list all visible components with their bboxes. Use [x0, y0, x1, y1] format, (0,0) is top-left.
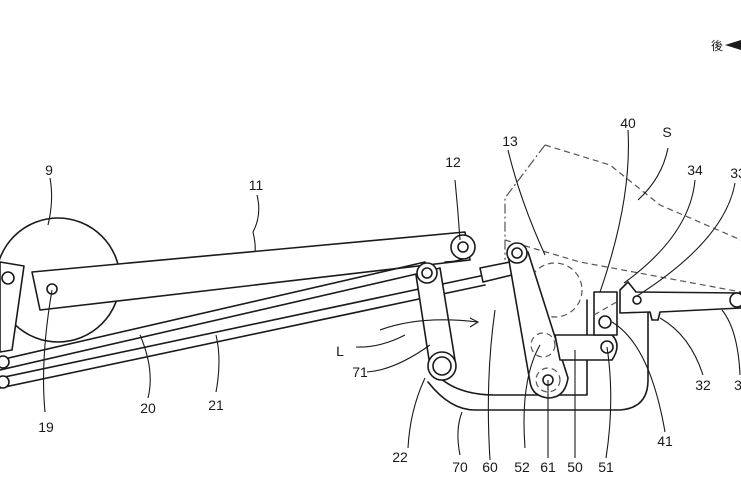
link-12 [444, 258, 464, 263]
label-3x: 3 [734, 377, 741, 393]
label-11: 11 [249, 177, 264, 193]
label-41: 41 [657, 433, 673, 449]
direction-rear-label: 後 [711, 39, 723, 53]
pivot-22-inner [432, 356, 452, 376]
dashed-pivot-61 [535, 367, 561, 393]
arrow-l-head-icon [469, 317, 480, 328]
rod-end-lower [0, 375, 10, 389]
left-bracket [0, 261, 25, 353]
pivot-12-outer [450, 234, 476, 260]
label-13: 13 [502, 133, 518, 149]
link-50 [554, 334, 618, 361]
left-bracket-pin [1, 271, 15, 285]
label-21: 21 [208, 397, 224, 413]
arrow-left-icon [725, 40, 741, 50]
lever-71-top-pin [421, 267, 433, 279]
label-20: 20 [140, 400, 156, 416]
pivot-19 [46, 283, 58, 295]
arm-11 [31, 231, 471, 311]
rod-21-top [0, 274, 486, 379]
leader-lines [43, 129, 741, 461]
label-60: 60 [482, 459, 498, 475]
label-70: 70 [452, 459, 468, 475]
label-22: 22 [392, 449, 408, 465]
bracket-40-hidden-line [593, 299, 621, 316]
lever-71-top-boss [416, 262, 438, 284]
pivot-51 [600, 340, 614, 354]
pivot-12-inner [457, 241, 469, 253]
label-34: 34 [687, 162, 703, 178]
label-L: L [336, 343, 344, 359]
rod-20-bottom [0, 271, 426, 371]
label-9: 9 [45, 162, 53, 178]
label-19: 19 [38, 419, 54, 435]
label-71: 71 [352, 364, 368, 380]
label-33: 33 [730, 165, 741, 181]
arrow-l-line [379, 319, 479, 331]
direction-indicator: 後 [711, 39, 741, 53]
pivot-41 [598, 315, 612, 329]
label-51: 51 [598, 459, 614, 475]
label-50: 50 [567, 459, 583, 475]
arm-60-top-boss [506, 242, 528, 264]
rod-21-bottom [0, 284, 486, 389]
pedal-arm-32 [619, 281, 741, 321]
link-70-outer [427, 299, 649, 411]
label-S: S [662, 124, 671, 140]
rod-20-top [0, 261, 426, 361]
rod-connector [479, 261, 513, 283]
label-32: 32 [695, 377, 711, 393]
dashed-pivot-52 [530, 332, 556, 358]
label-52: 52 [514, 459, 530, 475]
link-70-inner [439, 299, 588, 396]
pedal-end [729, 292, 741, 308]
label-61: 61 [540, 459, 556, 475]
label-12: 12 [445, 154, 461, 170]
rod-end-upper [0, 355, 10, 369]
pivot-22-outer [427, 351, 457, 381]
arm-60-top-pin [511, 247, 523, 259]
label-40: 40 [620, 115, 636, 131]
